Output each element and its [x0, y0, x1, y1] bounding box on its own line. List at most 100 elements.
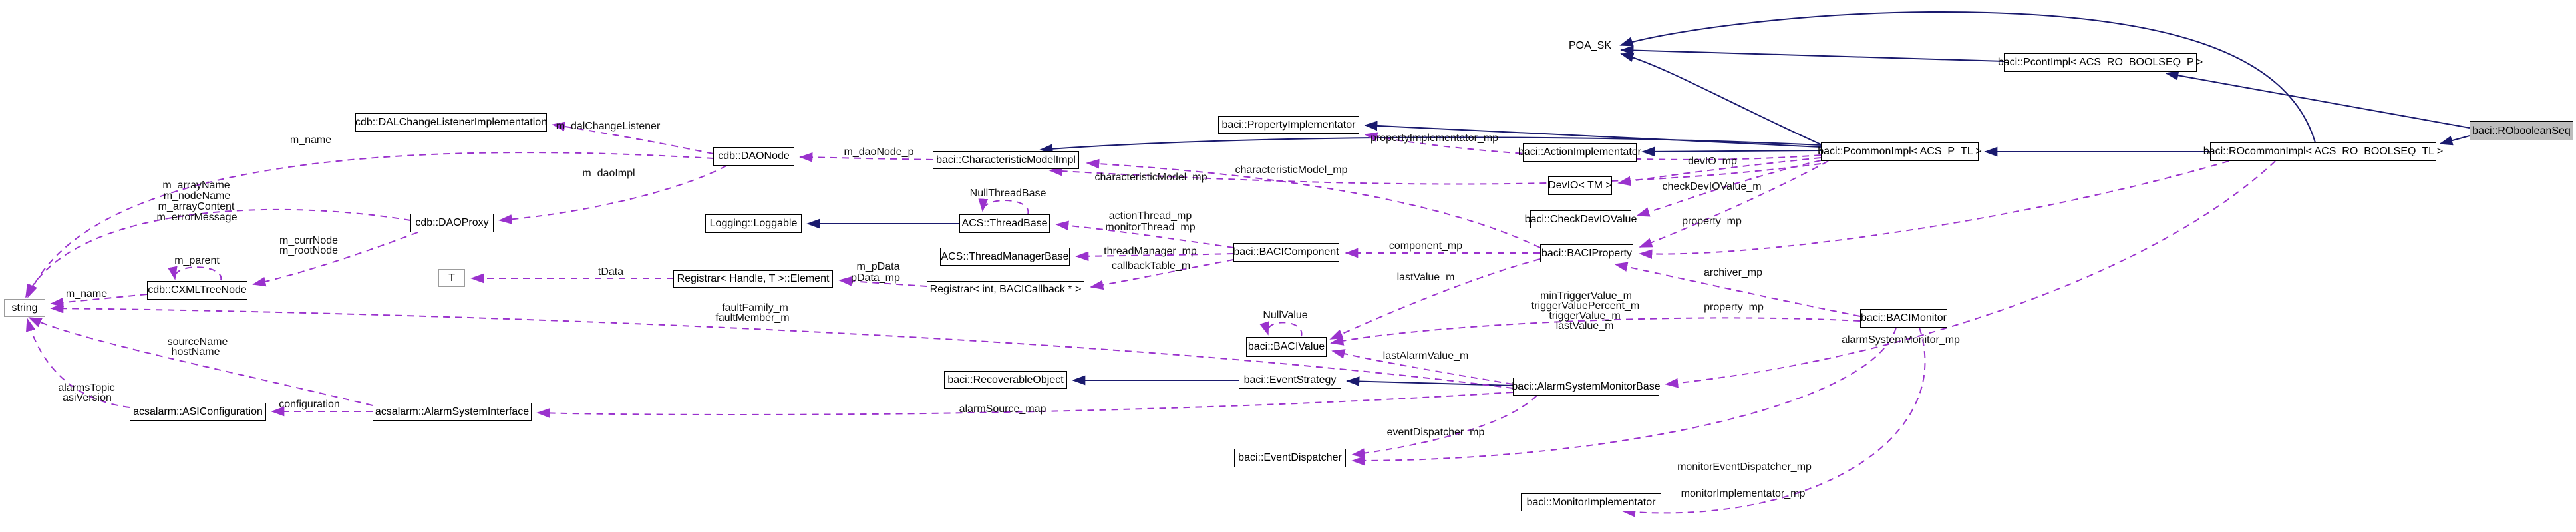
edge-pcommonimpl-to-propertyimplementator	[1364, 132, 1822, 160]
edge-label-callbackTable_m: callbackTable_m	[1111, 260, 1191, 272]
edge-label-asiVersion: asiVersion	[63, 392, 112, 403]
edge-rocommonimpl-to-poa-sk	[1619, 11, 2316, 143]
edge-bacicomponent-to-threadbase	[1055, 220, 1234, 248]
node-cxmltreenode[interactable]: cdb::CXMLTreeNode	[147, 281, 247, 300]
edge-label-monitorImplementator_mp: monitorImplementator_mp	[1681, 488, 1806, 499]
node-bacimonitor[interactable]: baci::BACIMonitor	[1860, 309, 1947, 328]
edge-daonode-to-daoproxy	[498, 165, 727, 224]
node-threadbase[interactable]: ACS::ThreadBase	[959, 214, 1050, 233]
edge-label-faultFamily_m: faultFamily_m	[722, 302, 788, 314]
edge-bacicomponent-to-threadmanagerbase	[1075, 251, 1234, 262]
edge-label-propertyImplementator_mp: propertyImplementator_mp	[1370, 133, 1499, 144]
edge-label-threadManager_mp: threadManager_mp	[1104, 246, 1197, 257]
edge-label-alarmsTopic: alarmsTopic	[58, 382, 115, 394]
node-registrar-int[interactable]: Registrar< int, BACICallback * >	[927, 281, 1084, 298]
edge-label-m_currNode: m_currNode	[279, 235, 339, 246]
edge-pcommonimpl-to-actionimplementator	[1641, 146, 1822, 157]
edge-asiconfiguration-to-string	[26, 318, 130, 408]
edge-bacicomponent-to-registrar-int	[1090, 259, 1234, 290]
edge-label-m_arrayName: m_arrayName	[162, 180, 230, 191]
node-eventstrategy[interactable]: baci::EventStrategy	[1239, 372, 1341, 389]
edge-daonode-to-string	[27, 152, 714, 298]
node-recoverableobject[interactable]: baci::RecoverableObject	[944, 371, 1067, 389]
node-bacivalue[interactable]: baci::BACIValue	[1246, 337, 1327, 357]
node-rocommonimpl[interactable]: baci::ROcommonImpl< ACS_RO_BOOLSEQ_TL >	[2203, 142, 2443, 161]
edge-pcommonimpl-to-propertyimplementator	[1364, 121, 1822, 148]
edge-label-m_nodeName: m_nodeName	[163, 190, 231, 202]
node-characteristicmodelimpl[interactable]: baci::CharacteristicModelImpl	[933, 151, 1079, 169]
edge-label-faultMember_m: faultMember_m	[715, 312, 790, 324]
edge-threadbase-to-threadbase	[978, 198, 1029, 215]
node-pcontimpl[interactable]: baci::PcontImpl< ACS_RO_BOOLSEQ_P >	[1998, 53, 2203, 72]
edge-daoproxy-to-string	[25, 208, 411, 298]
node-eventdispatcher[interactable]: baci::EventDispatcher	[1234, 449, 1346, 467]
edge-daonode-to-dalchangelistener	[552, 121, 714, 154]
edge-robooleanseq-to-rocommonimpl	[2439, 135, 2470, 146]
edge-bacivalue-to-bacivalue	[1259, 321, 1303, 337]
edge-label-triggerValue_m: triggerValue_m	[1549, 310, 1621, 322]
edge-registrar-int-to-registrar-element	[838, 276, 927, 287]
edge-label-property_mp: property_mp	[1682, 216, 1742, 227]
edge-label-configuration: configuration	[279, 399, 340, 410]
edge-label-alarmSource_map: alarmSource_map	[959, 403, 1046, 415]
edge-label-lastAlarmValue_m: lastAlarmValue_m	[1382, 350, 1469, 362]
edge-baciproperty-to-characteristicmodelimpl	[1086, 158, 1541, 248]
edge-label-sourceName: sourceName	[167, 336, 228, 348]
edge-bacimonitor-to-monitorimplementator	[1622, 327, 1926, 517]
edge-characteristicmodelimpl-to-daonode	[799, 152, 933, 162]
edge-bacimonitor-to-bacivalue	[1330, 317, 1861, 346]
node-monitorimplementator[interactable]: baci::MonitorImplementator	[1521, 493, 1661, 511]
node-pcommonimpl[interactable]: baci::PcommonImpl< ACS_P_TL >	[1818, 142, 1982, 161]
edge-label-NullValue: NullValue	[1263, 310, 1308, 321]
edge-rocommonimpl-to-baciproperty	[1639, 160, 2229, 260]
node-dalchangelistener[interactable]: cdb::DALChangeListenerImplementation	[355, 113, 547, 132]
edge-label-lastValue_m: lastValue_m	[1396, 272, 1455, 283]
node-daonode[interactable]: cdb::DAONode	[713, 147, 794, 166]
node-threadmanagerbase[interactable]: ACS::ThreadManagerBase	[940, 248, 1070, 266]
edge-baciproperty-to-bacivalue	[1329, 258, 1541, 340]
edge-pcommonimpl-to-characteristicmodelimpl	[1048, 163, 1822, 185]
edge-label-triggerValuePercent_m: triggerValuePercent_m	[1531, 300, 1640, 312]
edge-label-archiver_mp: archiver_mp	[1703, 267, 1763, 278]
node-robooleanseq[interactable]: baci::RObooleanSeq	[2470, 121, 2573, 140]
edge-bacimonitor-to-eventdispatcher	[1351, 327, 1897, 466]
edge-label-devIO_mp: devIO_mp	[1688, 156, 1737, 167]
edge-label-m_daoNode_p: m_daoNode_p	[844, 146, 914, 158]
edge-label-component_mp: component_mp	[1388, 240, 1463, 252]
node-devio[interactable]: DevIO< TM >	[1548, 176, 1612, 195]
node-string[interactable]: string	[4, 299, 45, 317]
node-actionimplementator[interactable]: baci::ActionImplementator	[1518, 143, 1641, 162]
edge-label-pData_mp: pData_mp	[851, 272, 900, 284]
node-alarmsystemmonitorbase[interactable]: baci::AlarmSystemMonitorBase	[1512, 378, 1661, 396]
node-daoproxy[interactable]: cdb::DAOProxy	[410, 214, 494, 232]
edge-label-m_parent: m_parent	[174, 255, 220, 266]
node-asiconfiguration[interactable]: acsalarm::ASIConfiguration	[130, 403, 266, 421]
edge-alarmsystemmonitorbase-to-string	[50, 303, 1514, 389]
edge-label-m_name: m_name	[65, 288, 108, 300]
node-bacicomponent[interactable]: baci::BACIComponent	[1233, 243, 1339, 262]
edge-label-m_arrayContent: m_arrayContent	[158, 201, 235, 212]
node-baciproperty[interactable]: baci::BACIProperty	[1540, 244, 1633, 262]
node-propertyimplementator[interactable]: baci::PropertyImplementator	[1218, 116, 1359, 134]
edge-alarmsystemmonitorbase-to-bacivalue	[1331, 349, 1514, 385]
node-poa-sk[interactable]: POA_SK	[1565, 37, 1615, 55]
edge-label-m_pData: m_pData	[856, 261, 900, 272]
node-registrar-element[interactable]: Registrar< Handle, T >::Element	[673, 270, 833, 288]
node-checkdeviovalue[interactable]: baci::CheckDevIOValue	[1525, 210, 1637, 228]
node-loggable[interactable]: Logging::Loggable	[705, 214, 802, 233]
edge-label-alarmSystemMonitor_mp: alarmSystemMonitor_mp	[1842, 334, 1960, 346]
edge-label-eventDispatcher_mp: eventDispatcher_mp	[1386, 427, 1485, 438]
edge-label-m_rootNode: m_rootNode	[279, 245, 339, 256]
edge-cxmltreenode-to-cxmltreenode	[168, 266, 222, 281]
node-t[interactable]: T	[438, 269, 465, 287]
edge-pcommonimpl-to-poa-sk	[1620, 52, 1822, 145]
node-alarmsysteminterface[interactable]: acsalarm::AlarmSystemInterface	[373, 403, 532, 421]
edge-pcommonimpl-to-baciproperty	[1639, 160, 1829, 248]
edge-label-checkDevIOValue_m: checkDevIOValue_m	[1662, 181, 1762, 192]
edge-label-NullThreadBase: NullThreadBase	[969, 188, 1046, 199]
edge-label-m_dalChangeListener: m_dalChangeListener	[556, 121, 661, 132]
edge-label-characteristicModel_mp: characteristicModel_mp	[1235, 164, 1348, 176]
edge-robooleanseq-to-pcontimpl	[2165, 71, 2470, 129]
